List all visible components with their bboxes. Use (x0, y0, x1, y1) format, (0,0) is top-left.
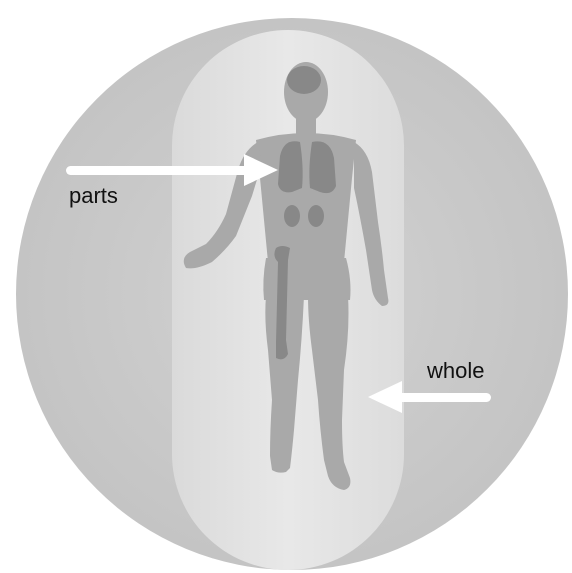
whole-label: whole (426, 358, 484, 383)
hips (263, 258, 350, 300)
parts-arrow-shaft (66, 166, 252, 175)
whole-arrow-shaft (392, 393, 491, 402)
parts-label: parts (69, 183, 118, 208)
brain (287, 66, 321, 94)
left-kidney (284, 205, 300, 227)
right-kidney (308, 205, 324, 227)
torso (256, 133, 356, 262)
